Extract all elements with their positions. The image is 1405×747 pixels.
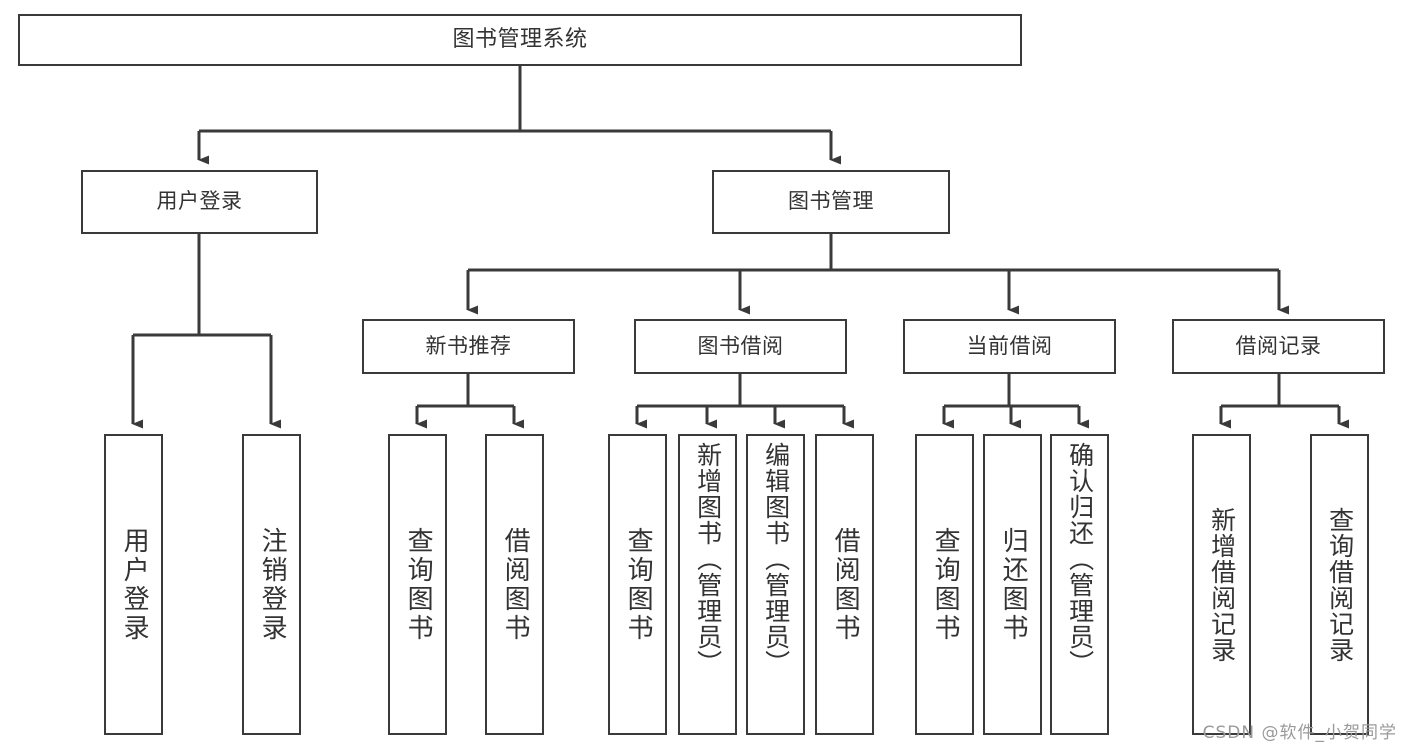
node-leaf-return-book-label: 归还图书 <box>998 526 1029 643</box>
node-leaf-borrow-book-a-label: 借阅图书 <box>500 526 531 643</box>
node-leaf-query-book-b[interactable]: 查询图书 <box>608 434 667 735</box>
node-leaf-logout-label: 注销登录 <box>257 526 288 643</box>
node-user-login[interactable]: 用户登录 <box>81 170 318 234</box>
node-leaf-query-record-label: 查询借阅记录 <box>1325 506 1355 663</box>
node-leaf-logout[interactable]: 注销登录 <box>242 434 301 735</box>
node-root-system-label: 图书管理系统 <box>452 26 588 52</box>
node-leaf-user-login-label: 用户登录 <box>119 526 150 643</box>
csdn-watermark: CSDN @软件_小贺同学 <box>1202 723 1397 743</box>
node-user-login-label: 用户登录 <box>156 189 243 214</box>
node-new-book-recommend[interactable]: 新书推荐 <box>362 319 575 374</box>
node-leaf-borrow-book-b-label: 借阅图书 <box>830 526 861 643</box>
node-book-borrow-label: 图书借阅 <box>697 333 784 358</box>
node-leaf-add-book[interactable]: 新增图书（管理员） <box>678 434 737 735</box>
node-leaf-add-record[interactable]: 新增借阅记录 <box>1192 434 1251 735</box>
node-book-manage[interactable]: 图书管理 <box>712 170 950 234</box>
node-current-borrow-label: 当前借阅 <box>966 333 1053 358</box>
node-leaf-confirm-return-label: 确认归还（管理员） <box>1065 442 1095 676</box>
node-leaf-query-book-c[interactable]: 查询图书 <box>915 434 974 735</box>
node-borrow-record-label: 借阅记录 <box>1235 333 1322 358</box>
node-leaf-confirm-return[interactable]: 确认归还（管理员） <box>1050 434 1109 735</box>
node-leaf-borrow-book-b[interactable]: 借阅图书 <box>815 434 874 735</box>
node-leaf-add-record-label: 新增借阅记录 <box>1207 506 1237 663</box>
node-book-manage-label: 图书管理 <box>788 189 874 214</box>
node-leaf-query-book-b-label: 查询图书 <box>623 526 654 643</box>
node-leaf-query-book-a[interactable]: 查询图书 <box>388 434 447 735</box>
node-leaf-query-record[interactable]: 查询借阅记录 <box>1310 434 1369 735</box>
node-book-borrow[interactable]: 图书借阅 <box>634 319 847 374</box>
node-leaf-query-book-a-label: 查询图书 <box>403 526 434 643</box>
node-leaf-return-book[interactable]: 归还图书 <box>983 434 1042 735</box>
node-borrow-record[interactable]: 借阅记录 <box>1172 319 1385 374</box>
node-leaf-user-login[interactable]: 用户登录 <box>104 434 163 735</box>
node-current-borrow[interactable]: 当前借阅 <box>903 319 1116 374</box>
node-leaf-edit-book[interactable]: 编辑图书（管理员） <box>746 434 805 735</box>
node-new-book-recommend-label: 新书推荐 <box>425 333 512 358</box>
node-leaf-edit-book-label: 编辑图书（管理员） <box>761 442 791 676</box>
node-leaf-borrow-book-a[interactable]: 借阅图书 <box>485 434 544 735</box>
node-leaf-query-book-c-label: 查询图书 <box>930 526 961 643</box>
node-root-system[interactable]: 图书管理系统 <box>18 14 1022 66</box>
node-leaf-add-book-label: 新增图书（管理员） <box>693 442 723 676</box>
